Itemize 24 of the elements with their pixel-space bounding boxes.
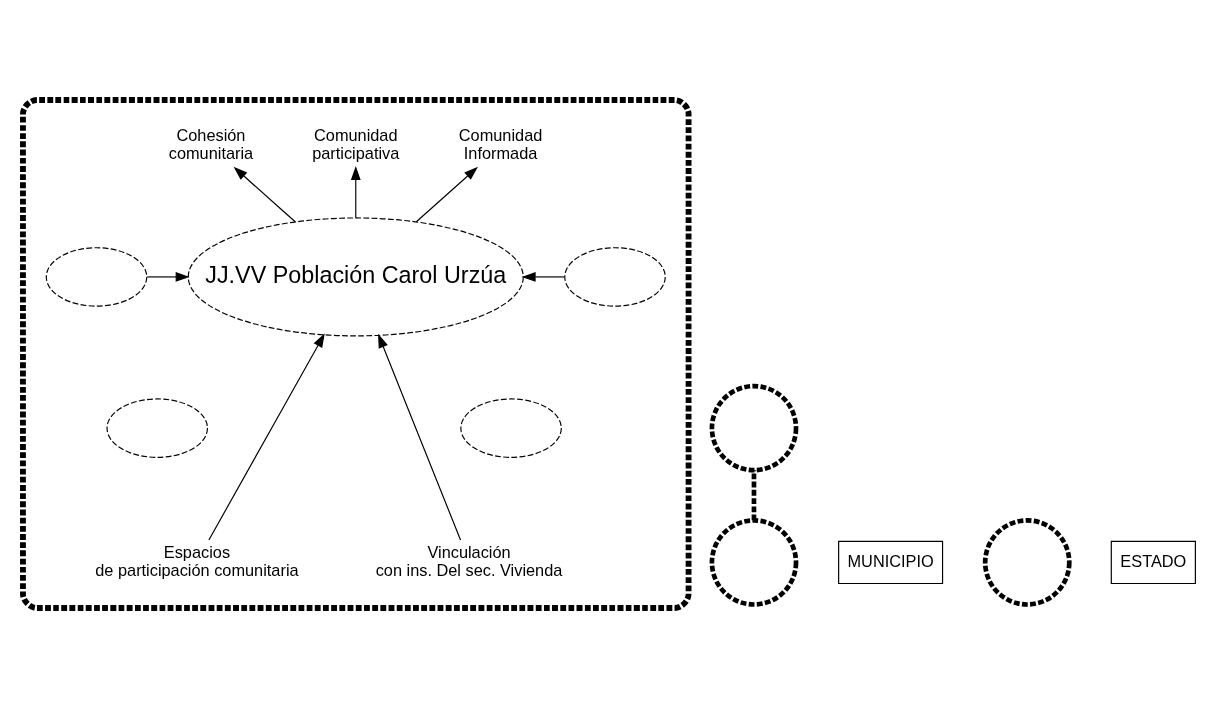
connector: [751, 469, 757, 520]
node-text: Comunidad participativa: [312, 125, 400, 162]
node-text: Vinculación con ins. Del sec. Vivienda: [375, 542, 563, 579]
node-box: MUNICIPIO: [838, 540, 944, 584]
arrow: [350, 165, 361, 218]
node-ellipse: [564, 246, 666, 307]
node-ellipse: [106, 397, 209, 458]
cluster: [20, 96, 692, 611]
arrow: [208, 332, 325, 541]
node-text: Cohesión comunitaria: [168, 125, 254, 162]
node-text: Espacios de participación comunitaria: [95, 542, 299, 579]
node-box: ESTADO: [1110, 540, 1196, 584]
node-ellipse: JJ.VV Población Carol Urzúa: [187, 216, 524, 336]
node-text: Comunidad Informada: [458, 125, 543, 162]
node-ellipse: [45, 246, 148, 307]
arrow: [233, 166, 296, 222]
arrow: [146, 271, 190, 282]
node-circle: [709, 517, 799, 607]
arrow: [415, 166, 478, 222]
arrow: [521, 271, 566, 282]
node-circle: [982, 517, 1072, 607]
node-ellipse: [460, 397, 562, 458]
arrow: [378, 333, 462, 541]
node-circle: [709, 383, 799, 473]
